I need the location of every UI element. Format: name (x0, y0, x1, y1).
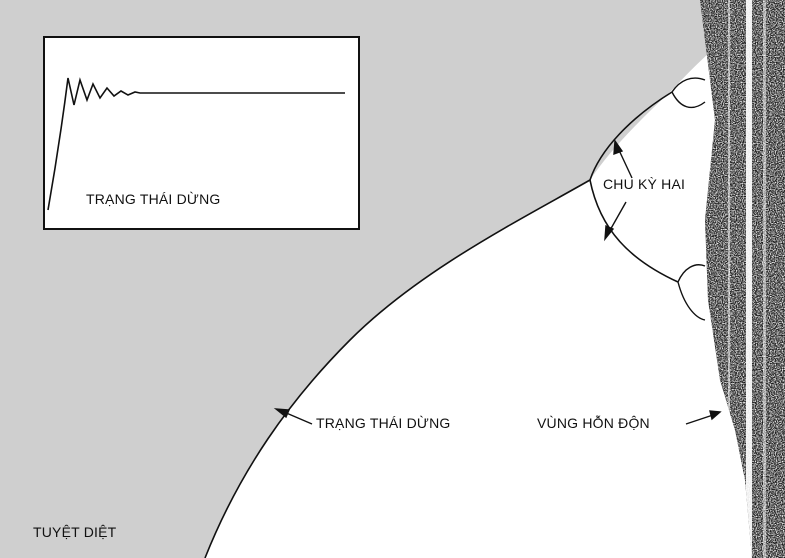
steady-state-label: TRẠNG THÁI DỪNG (316, 415, 451, 431)
chaos-region-label: VÙNG HỖN ĐỘN (537, 415, 650, 431)
inset-box (43, 36, 360, 230)
period-two-lower-arrow (604, 201, 627, 242)
chaos-region (700, 0, 785, 558)
period-two-upper-branch (589, 91, 673, 181)
inset-state-label: TRẠNG THÁI DỪNG (86, 191, 221, 207)
extinction-label: TUYỆT DIỆT (33, 524, 117, 540)
period-two-lower-branch (589, 179, 679, 283)
steady-state-arrow (273, 408, 313, 425)
inset-time-series-curve (47, 77, 345, 211)
period-four-upper-loop (671, 77, 706, 109)
period-two-upper-arrow (613, 138, 633, 179)
period-two-label: CHU KỲ HAI (603, 176, 686, 192)
period-four-lower-loop (677, 264, 706, 321)
chaos-region-arrow (685, 410, 722, 425)
steady-state-curve (204, 179, 591, 558)
